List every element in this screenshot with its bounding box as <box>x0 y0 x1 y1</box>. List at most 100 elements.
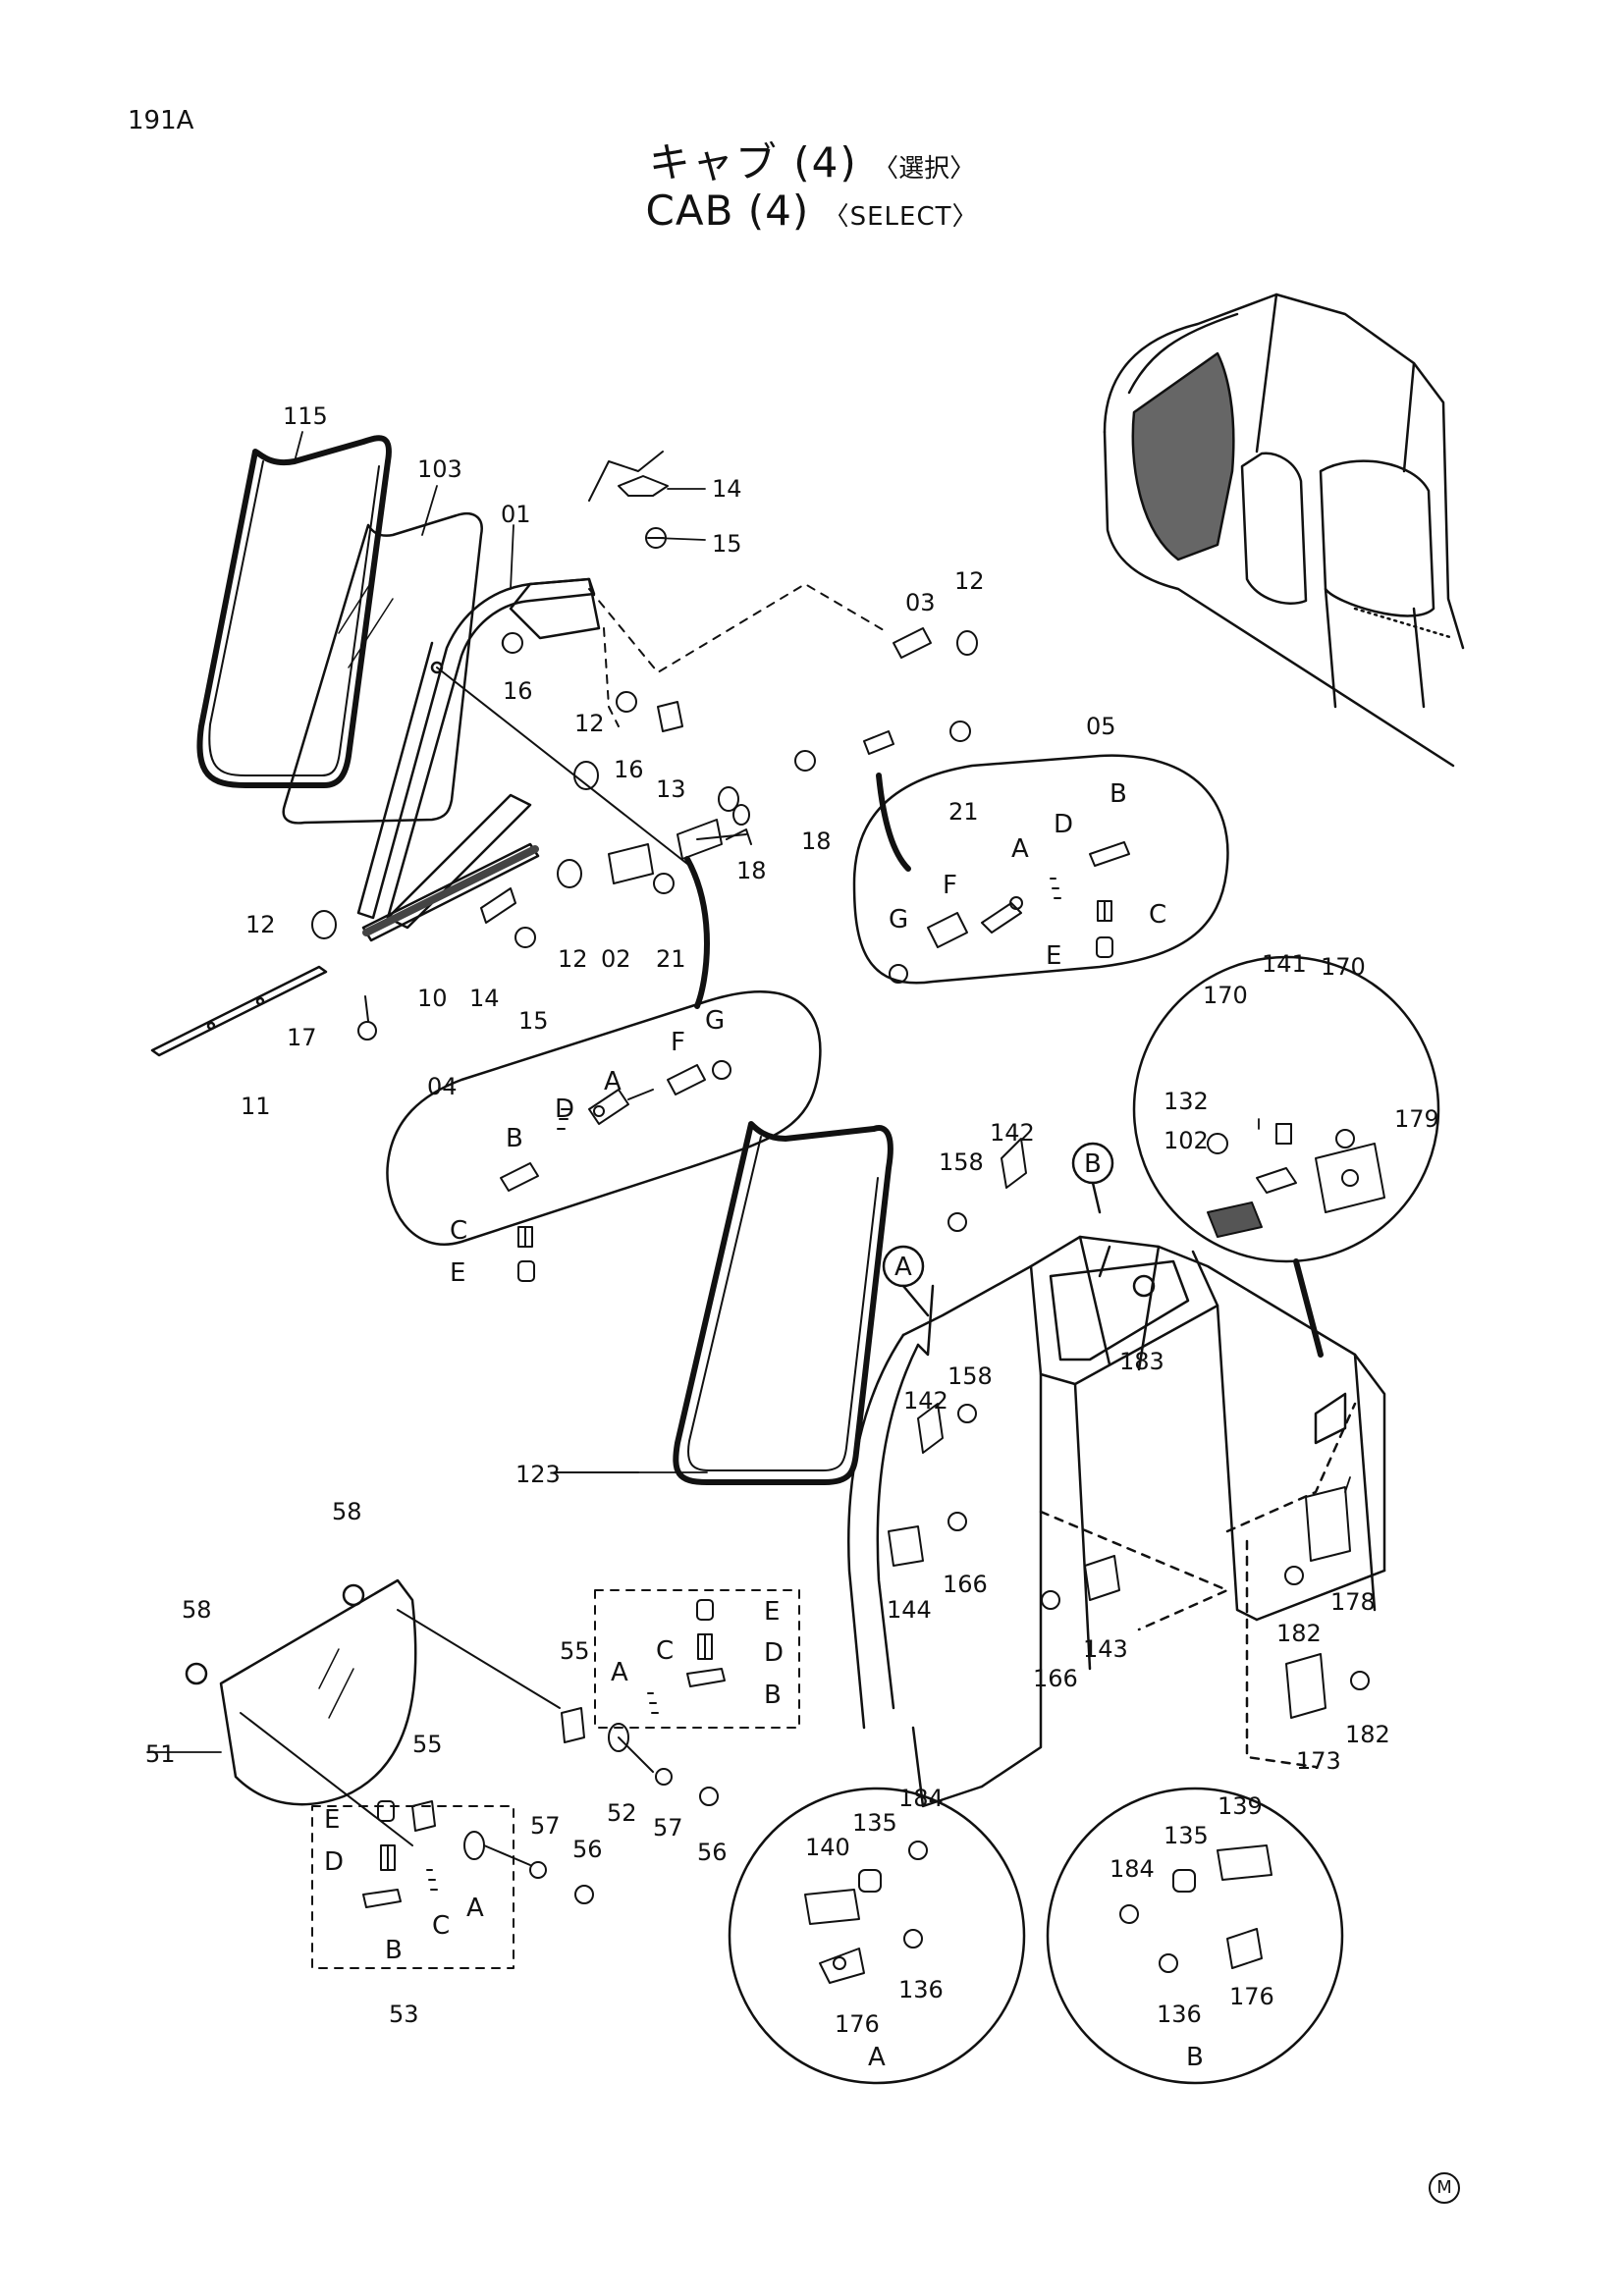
detail-A-parts <box>804 1841 928 1984</box>
part-label: 51 <box>145 1740 176 1768</box>
part-label: 02 <box>601 945 631 973</box>
part-label: 18 <box>801 828 832 855</box>
part-label: 170 <box>1321 953 1366 981</box>
latch-box-53 <box>311 1805 514 1969</box>
letter-label: C <box>1149 900 1166 930</box>
hinge-detail-parts <box>1207 1123 1385 1238</box>
title-jp-main: キャブ (4) <box>648 138 858 187</box>
door-seal-115 <box>196 435 392 788</box>
part-label: 158 <box>947 1362 993 1390</box>
part-label: 103 <box>417 455 462 483</box>
title-en-suffix: 〈SELECT〉 <box>823 202 979 232</box>
part-label: 14 <box>469 985 500 1012</box>
part-label: 55 <box>412 1731 443 1758</box>
part-label: 136 <box>898 1976 944 2003</box>
part-label: 56 <box>572 1836 603 1863</box>
part-label: 141 <box>1262 950 1307 978</box>
cab-hardware <box>888 1138 1370 1719</box>
part-label: 142 <box>903 1387 948 1415</box>
part-number-labels: 115 103 01 14 15 16 16 12 13 12 12 10 14… <box>145 402 1439 2038</box>
part-label: 182 <box>1345 1721 1390 1748</box>
part-label: 55 <box>560 1637 590 1665</box>
part-label: 58 <box>332 1498 362 1525</box>
letter-label: C <box>450 1216 467 1246</box>
door-seal-123 <box>673 1121 893 1485</box>
letter-label: E <box>450 1258 465 1288</box>
window-glass-51 <box>219 1578 417 1806</box>
slide-rail-10 <box>361 842 540 942</box>
part-label: 135 <box>1164 1822 1209 1849</box>
part-label: 173 <box>1296 1747 1341 1775</box>
letter-label: C <box>432 1911 450 1941</box>
part-label: 139 <box>1218 1792 1263 1820</box>
letter-label: F <box>943 871 957 900</box>
title-en-main: CAB (4) <box>645 187 810 235</box>
part-label: 18 <box>736 857 767 884</box>
part-label: 15 <box>518 1007 549 1035</box>
part-label: 170 <box>1203 982 1248 1009</box>
footer-mark: M <box>1429 2172 1460 2204</box>
letter-label: A <box>466 1894 484 1923</box>
part-label: 11 <box>241 1093 271 1120</box>
letter-label: B <box>764 1681 782 1710</box>
part-label: 10 <box>417 985 448 1012</box>
letter-label: E <box>1046 941 1061 971</box>
cab-body-drawing <box>847 1235 1386 1808</box>
title-english: CAB (4) 〈SELECT〉 <box>0 187 1624 235</box>
title-japanese: キャブ (4) 〈選択〉 <box>0 130 1624 189</box>
part-label: 53 <box>389 2001 419 2028</box>
part-label: 166 <box>943 1571 988 1598</box>
letter-label: A <box>611 1658 628 1687</box>
part-label: 58 <box>182 1596 212 1624</box>
part-label: 52 <box>607 1799 637 1827</box>
letter-label: B <box>1084 1149 1102 1179</box>
letter-label: G <box>889 905 908 934</box>
letter-label: B <box>1110 779 1127 809</box>
part-label: 142 <box>990 1119 1035 1147</box>
letter-label: C <box>656 1636 674 1666</box>
part-label: 123 <box>515 1461 561 1488</box>
letter-label: D <box>1054 810 1073 839</box>
part-label: 12 <box>954 567 985 595</box>
part-label: 115 <box>283 402 328 430</box>
letter-label: D <box>555 1095 574 1124</box>
letter-label: A <box>604 1067 622 1096</box>
detail-05-parts <box>889 841 1130 984</box>
part-label: 04 <box>427 1073 458 1100</box>
part-label: 21 <box>656 945 686 973</box>
part-label: 16 <box>614 756 644 783</box>
part-label: 140 <box>805 1834 850 1861</box>
letter-label: G <box>705 1006 725 1036</box>
title-jp-suffix: 〈選択〉 <box>873 154 976 184</box>
page-number: 191A <box>128 106 194 135</box>
part-label: 158 <box>939 1148 984 1176</box>
part-label: 57 <box>653 1814 683 1842</box>
letter-label: F <box>671 1028 685 1057</box>
detail-circle-A <box>728 1787 1026 2085</box>
detail-circle-B <box>1046 1787 1344 2085</box>
letter-label: B <box>506 1124 523 1153</box>
part-label: 102 <box>1164 1127 1209 1154</box>
part-label: 56 <box>697 1839 728 1866</box>
detail-04-parts <box>500 1060 731 1282</box>
hardware-upper <box>311 475 978 1041</box>
track-11 <box>150 965 328 1057</box>
part-label: 143 <box>1083 1635 1128 1663</box>
latch-parts <box>362 1599 726 1908</box>
detail-B-parts <box>1119 1844 1272 1973</box>
part-label: 132 <box>1164 1088 1209 1115</box>
part-label: 15 <box>712 530 742 558</box>
part-label: 182 <box>1276 1620 1322 1647</box>
part-label: 16 <box>503 677 533 705</box>
part-label: 184 <box>898 1785 944 1812</box>
letter-label: B <box>1186 2043 1204 2072</box>
part-label: 183 <box>1119 1348 1164 1375</box>
part-label: 184 <box>1110 1855 1155 1883</box>
letter-labels: B D A F G C E B D A F G C E A B E D B A … <box>324 779 1204 2072</box>
part-label: 144 <box>887 1596 932 1624</box>
part-label: 57 <box>530 1812 561 1840</box>
letter-label: A <box>1011 834 1029 864</box>
door-glass-103 <box>282 511 483 825</box>
detail-balloon-04 <box>386 990 822 1246</box>
